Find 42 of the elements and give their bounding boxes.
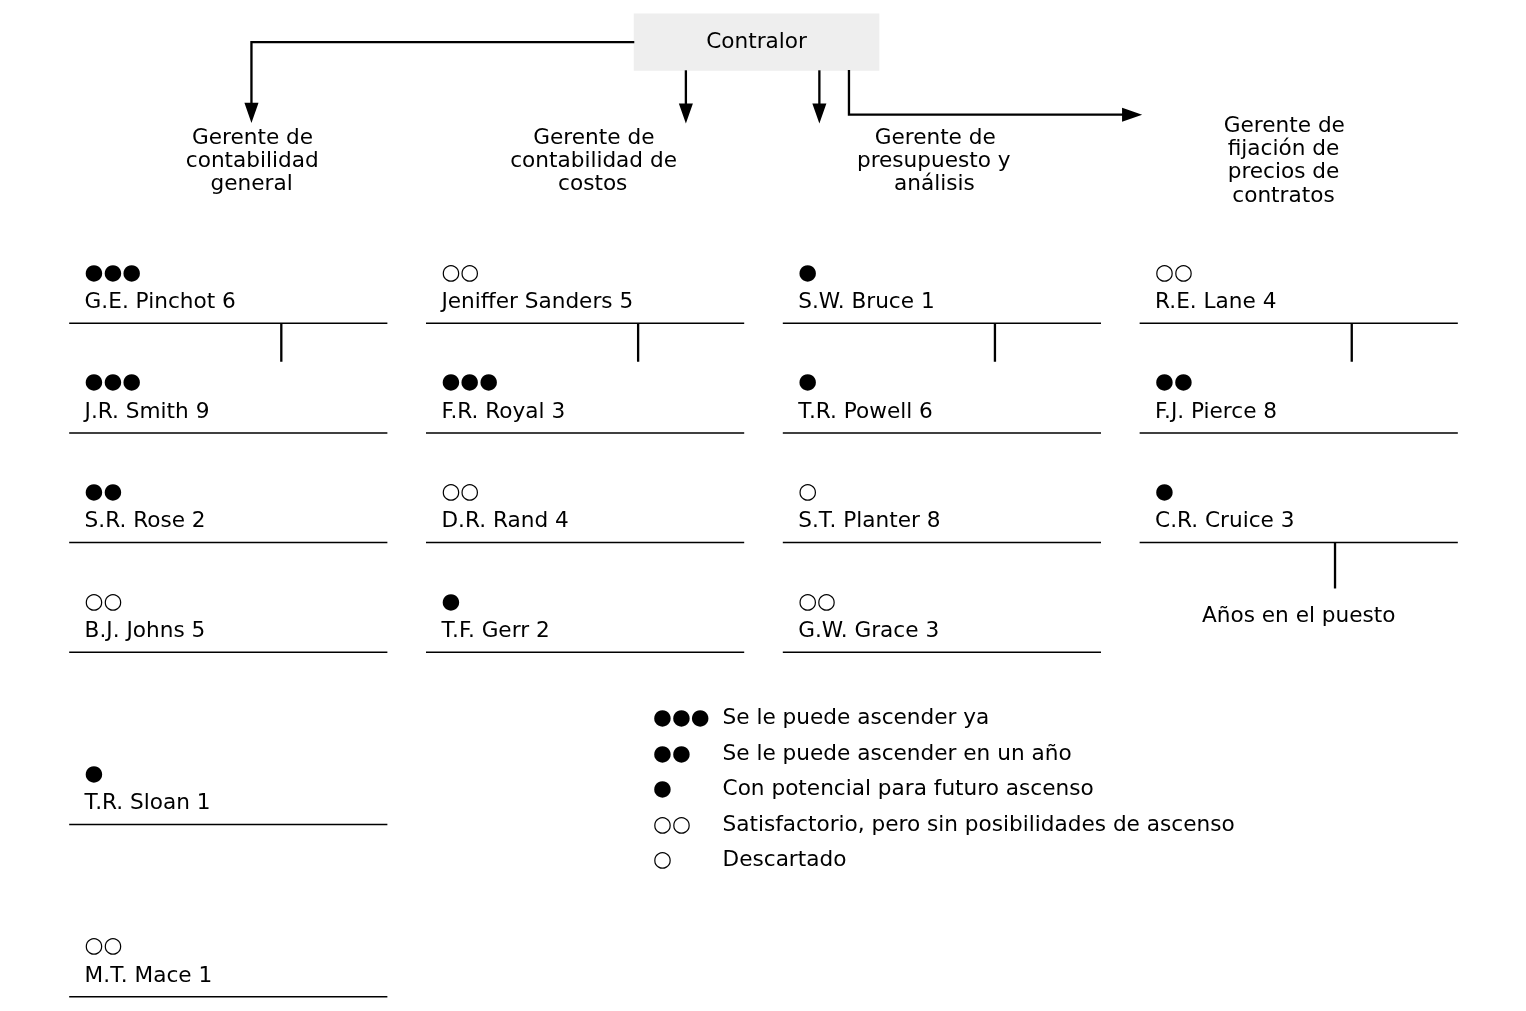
node-text: ● S.W. Bruce 1 [797, 258, 935, 314]
connector [279, 323, 282, 362]
connector [1333, 542, 1336, 589]
label: Se le puede ascender en un año [722, 739, 1072, 765]
node-text: ● T.R. Powell 6 [797, 368, 933, 423]
node-text: ●●● G.E. Pinchot 6 [84, 258, 236, 314]
label: Se le puede ascender ya [722, 704, 989, 730]
arrow [811, 70, 826, 124]
label: ○○ [652, 810, 691, 836]
connector [1350, 323, 1353, 362]
connector [993, 323, 996, 362]
arrow [243, 40, 634, 123]
label: ● [652, 775, 672, 801]
label: ●● [652, 739, 691, 765]
connector [636, 323, 639, 362]
node-text: ○○ R.E. Lane 4 [1154, 258, 1276, 314]
node-text: Gerente de presupuesto y análisis [856, 123, 1011, 195]
node-text: ●● F.J. Pierce 8 [1154, 368, 1277, 423]
node-text: ○○ B.J. Johns 5 [84, 587, 205, 643]
node-box: Contralor [633, 13, 879, 71]
arrow [678, 70, 693, 124]
node-text: ● T.R. Sloan 1 [84, 759, 211, 815]
node-text: ●● S.R. Rose 2 [84, 478, 206, 533]
node-text: Gerente de contabilidad de costos [509, 123, 677, 195]
node-text: Años en el puesto [1201, 602, 1395, 628]
node-text: ● C.R. Cruice 3 [1154, 478, 1294, 533]
label: Con potencial para futuro ascenso [722, 775, 1094, 801]
label: ○ [652, 846, 672, 872]
node-text: ○○ Jeniffer Sanders 5 [440, 258, 633, 314]
node-text: ○ S.T. Planter 8 [797, 478, 940, 533]
node-text: Gerente de contabilidad general [185, 123, 319, 195]
label: Descartado [722, 846, 846, 872]
node-text: Gerente de fijación de precios de contratos [1223, 112, 1345, 207]
node-text: ● T.F. Gerr 2 [440, 587, 550, 643]
node-text: ○○ G.W. Grace 3 [797, 587, 939, 643]
node-text: ●●● F.R. Royal 3 [440, 368, 565, 423]
node-text: ○○ M.T. Mace 1 [84, 932, 212, 987]
node-text: ●●● J.R. Smith 9 [84, 368, 209, 423]
node-text: ○○ D.R. Rand 4 [440, 478, 569, 533]
label: Satisfactorio, pero sin posibilidades de ascenso [722, 810, 1235, 836]
arrow [847, 69, 1142, 122]
label: ●●● [652, 704, 710, 730]
